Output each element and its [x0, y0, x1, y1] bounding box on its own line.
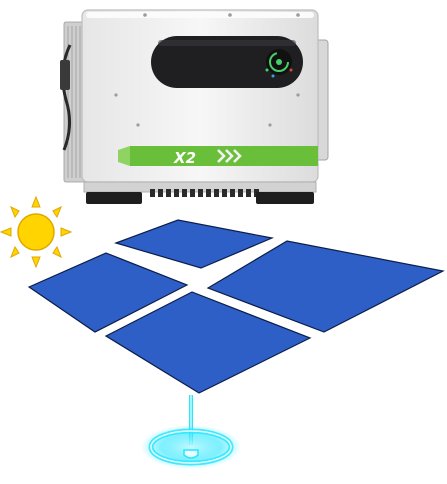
status-indicator-icon [265, 49, 293, 78]
inverter: X2 [60, 9, 329, 204]
display-window [151, 36, 303, 88]
inverter-foot-left [86, 192, 142, 204]
screws [114, 13, 300, 127]
solar-panel-bottom [104, 291, 312, 394]
ground-glow-icon [141, 395, 241, 469]
model-label: X2 [173, 149, 196, 167]
inverter-foot-right [256, 192, 314, 204]
sun-icon [0, 195, 73, 269]
solar-panel-right [206, 240, 445, 333]
solar-panel-left [27, 252, 189, 333]
solar-panel-top [114, 219, 275, 269]
solar-array [27, 219, 445, 394]
stripe-chevrons [217, 149, 242, 163]
